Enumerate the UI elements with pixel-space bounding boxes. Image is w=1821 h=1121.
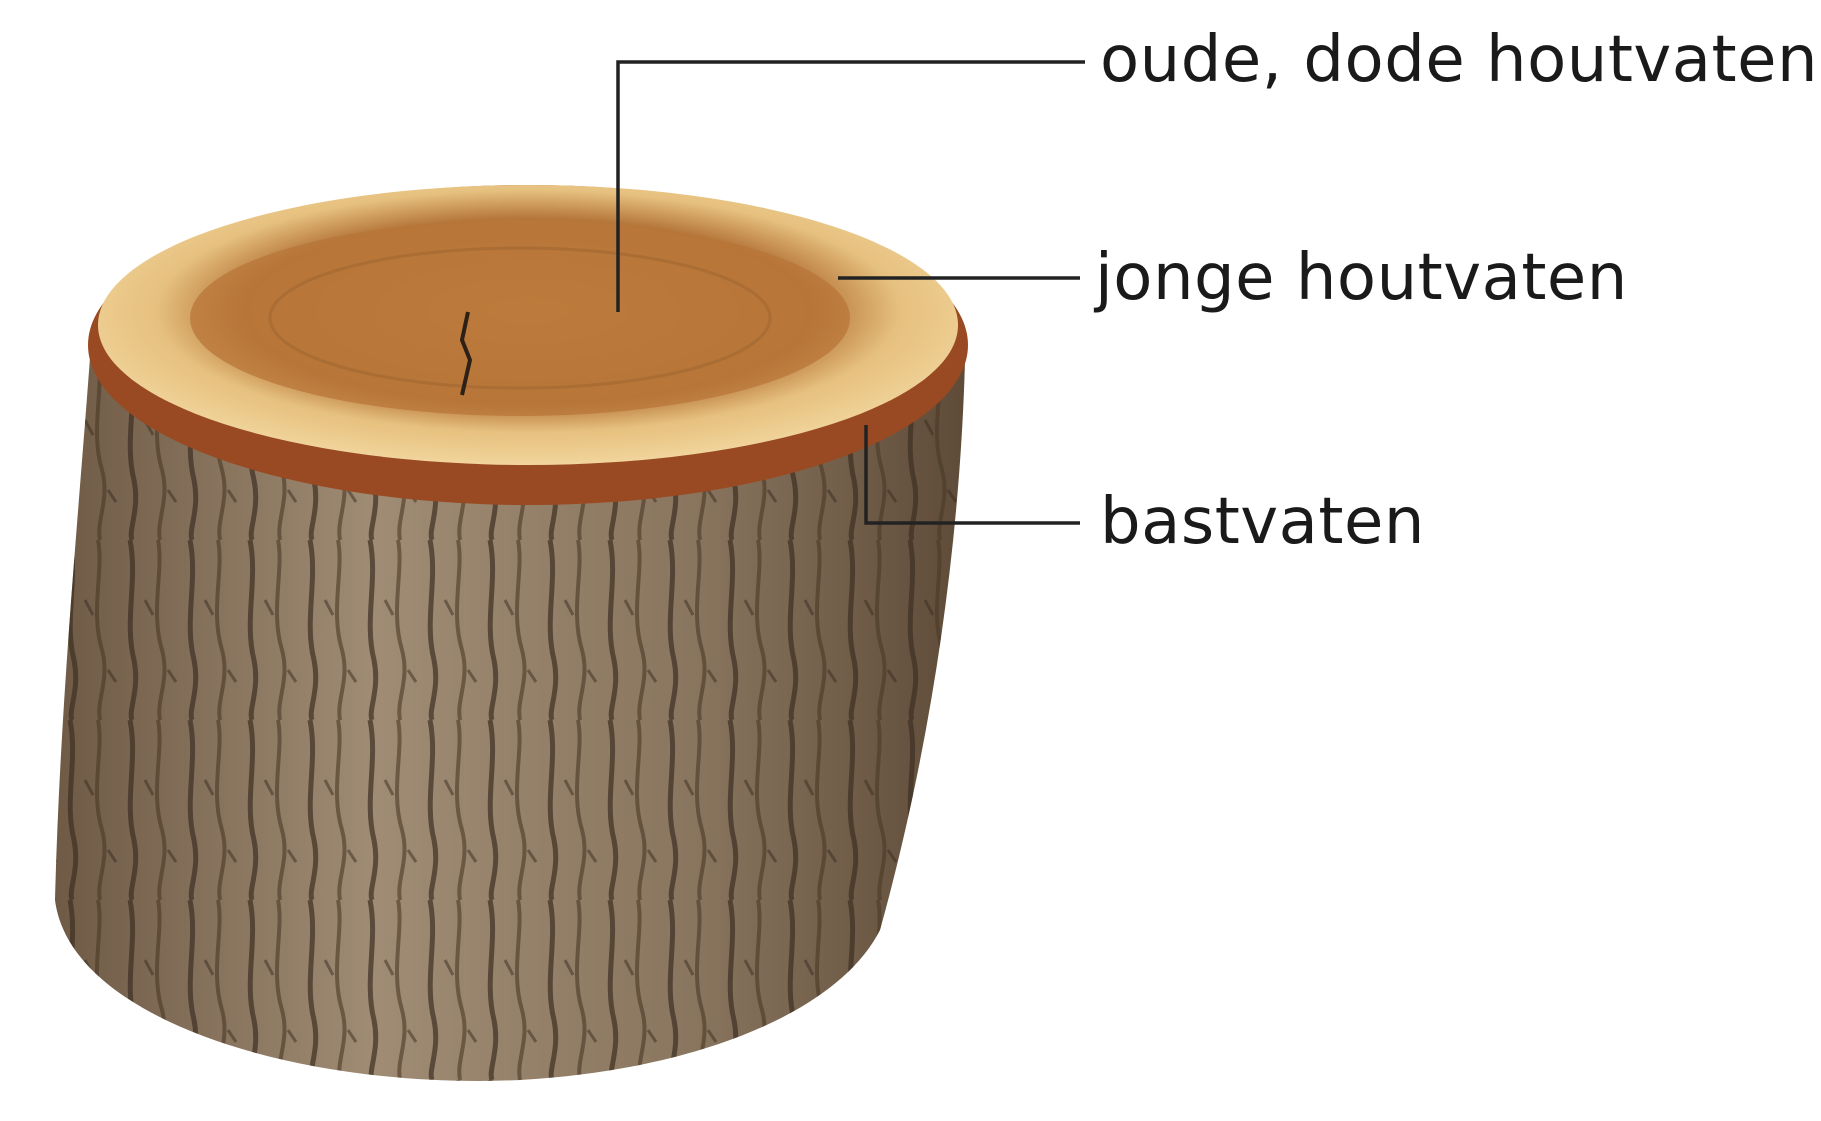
- label-phloem: bastvaten: [1100, 485, 1425, 559]
- leader-line-phloem: [864, 425, 1080, 525]
- growth-ring: [268, 246, 772, 390]
- label-young-xylem: jonge houtvaten: [1095, 241, 1628, 315]
- label-old-dead-xylem: oude, dode houtvaten: [1100, 23, 1819, 97]
- leader-line-old-xylem: [616, 60, 1085, 312]
- bark-texture: [55, 330, 965, 1081]
- center-crack: [459, 311, 473, 396]
- heartwood: [190, 220, 850, 416]
